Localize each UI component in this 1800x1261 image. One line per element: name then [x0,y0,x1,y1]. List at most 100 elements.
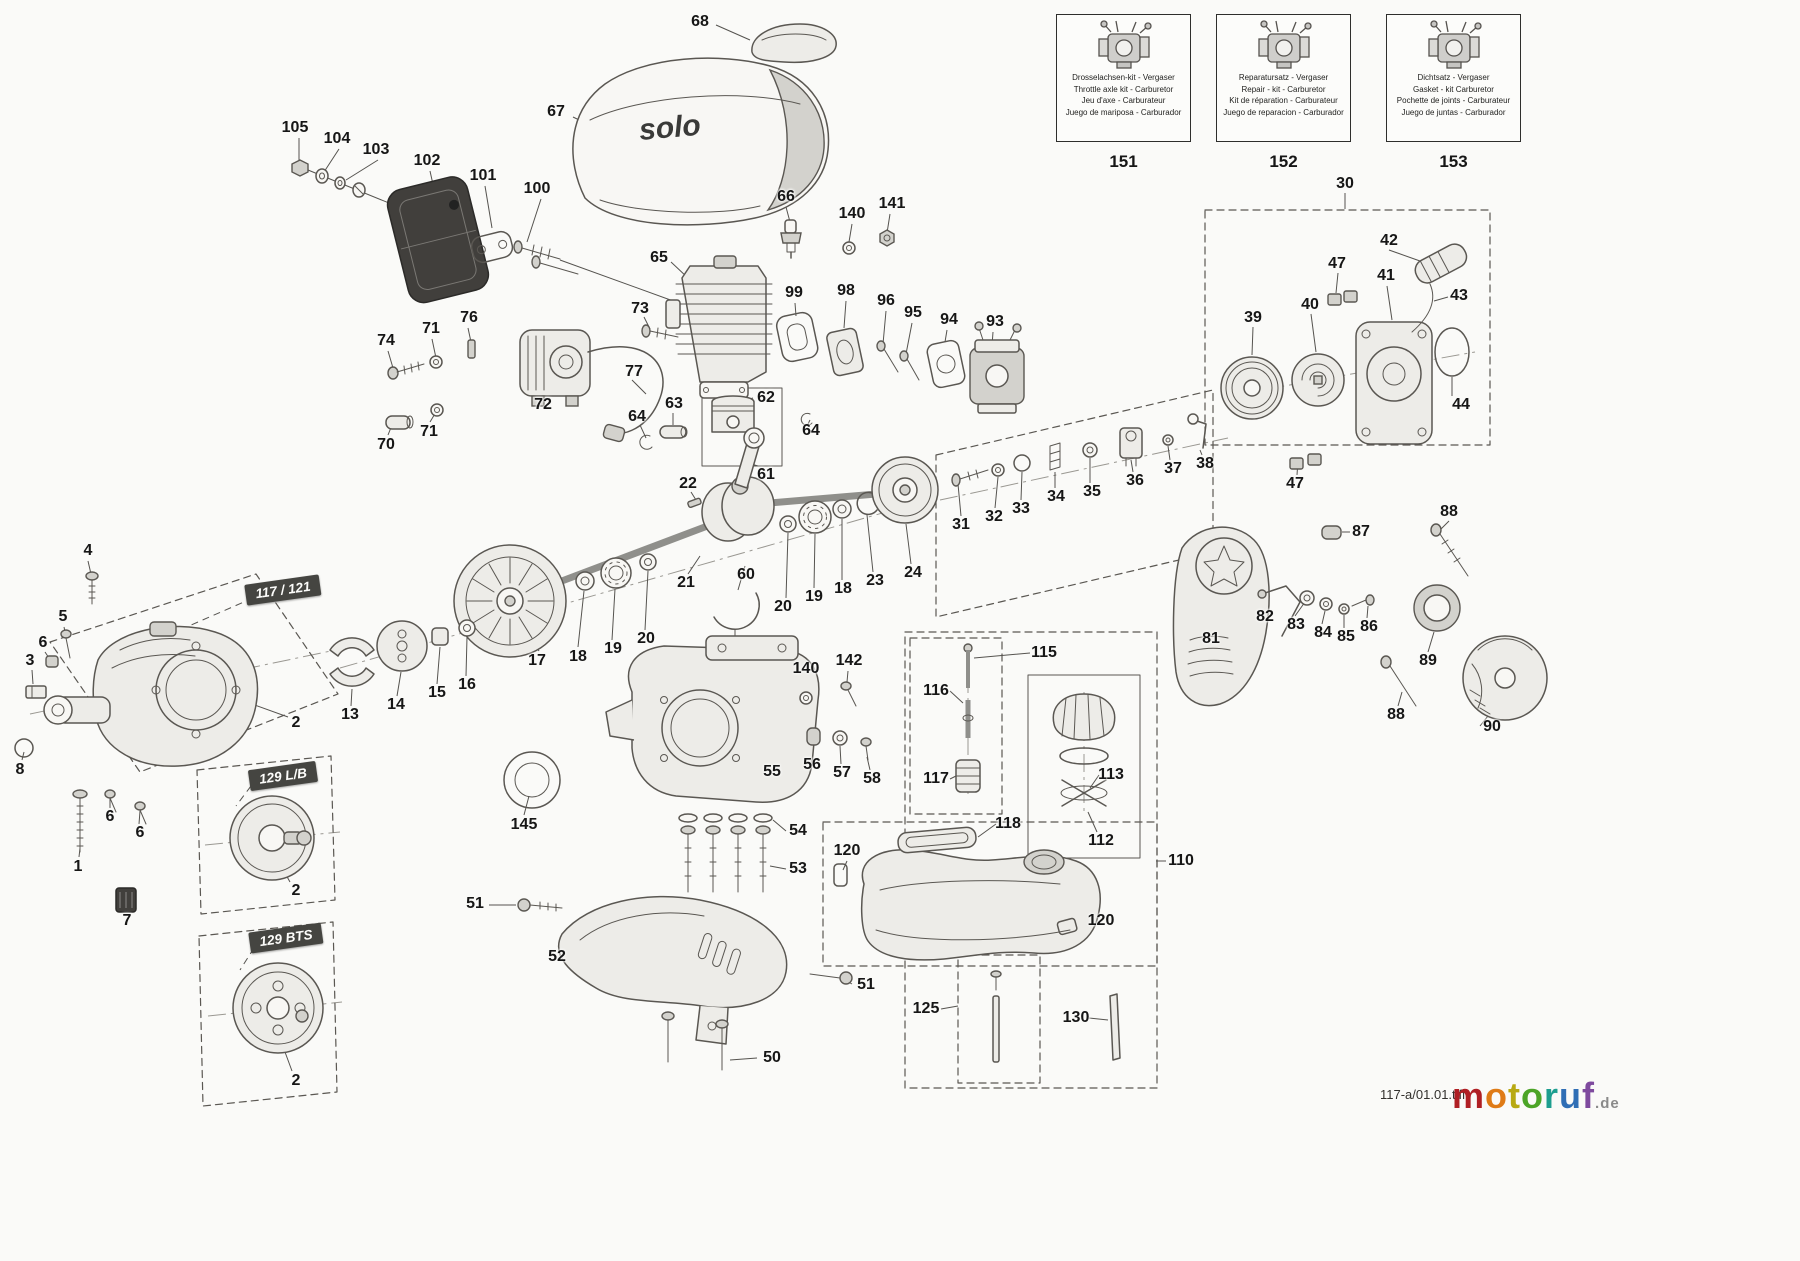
part-number-44: 44 [1452,396,1470,413]
part-number-120: 120 [833,842,861,859]
part-number-99: 99 [785,284,803,301]
cylinder-drawing [665,255,773,399]
part-number-68: 68 [691,13,709,30]
part-number-101: 101 [469,167,497,184]
part-number-125: 125 [912,1000,940,1017]
part-number-17: 17 [528,652,546,669]
part-number-88: 88 [1440,503,1458,520]
part-number-81: 81 [1202,630,1220,647]
part-number-70: 70 [377,436,395,453]
part-number-142: 142 [835,652,863,669]
part-number-6: 6 [135,824,145,841]
part-number-96: 96 [877,292,895,309]
kit-line: Juego de mariposa - Carburador [1065,107,1182,117]
starter-cover-drawing [1380,523,1548,721]
part-number-85: 85 [1337,628,1355,645]
part-number-140: 140 [838,205,866,222]
kit-number-153: 153 [1439,152,1468,171]
fan-housing-drawing [1172,525,1375,707]
part-number-62: 62 [757,389,775,406]
part-number-24: 24 [904,564,922,581]
kit-line: Reparatursatz - Vergaser [1238,73,1329,82]
part-number-7: 7 [122,912,132,929]
part-number-71: 71 [420,423,438,440]
part-number-3: 3 [25,652,35,669]
part-number-35: 35 [1083,483,1101,500]
part-number-63: 63 [665,395,683,412]
part-number-1: 1 [73,858,83,875]
motoruf-logo-suffix: .de [1595,1095,1620,1112]
part-number-74: 74 [377,332,395,349]
clutch-drum-129lb-drawing [229,795,315,881]
kit-number-152: 152 [1269,152,1298,171]
tank-cap-drawing [1052,693,1116,807]
part-number-50: 50 [763,1049,781,1066]
part-number-54: 54 [789,822,807,839]
part-number-4: 4 [83,542,93,559]
part-number-58: 58 [863,770,881,787]
part-number-72: 72 [534,396,552,413]
part-number-21: 21 [677,574,695,591]
part-number-15: 15 [428,684,446,701]
part-number-94: 94 [940,311,958,328]
part-number-66: 66 [777,188,795,205]
part-number-14: 14 [387,696,405,713]
muffler-fasteners-drawing [291,159,366,198]
part-number-112: 112 [1088,832,1114,849]
cover-lid-drawing [751,23,837,64]
part-number-64: 64 [628,408,646,425]
part-number-2: 2 [291,1072,301,1089]
part-number-120: 120 [1087,912,1115,929]
part-number-130: 130 [1062,1009,1090,1026]
part-number-18: 18 [569,648,587,665]
part-number-102: 102 [413,152,441,169]
throttle-parts-drawing [951,413,1207,487]
part-number-140: 140 [792,660,820,677]
part-number-23: 23 [866,572,884,589]
part-number-61: 61 [757,466,775,483]
starter-assembly-drawing [1220,243,1470,470]
kit-line: Drosselachsen-kit - Vergaser [1072,73,1175,82]
part-number-19: 19 [604,640,622,657]
part-number-84: 84 [1314,624,1332,641]
part-number-33: 33 [1012,500,1030,517]
part-number-104: 104 [323,130,351,147]
part-number-42: 42 [1380,232,1398,249]
part-number-37: 37 [1164,460,1182,477]
part-number-98: 98 [837,282,855,299]
part-number-77: 77 [625,363,643,380]
part-number-95: 95 [904,304,922,321]
part-number-93: 93 [986,313,1004,330]
part-number-16: 16 [458,676,476,693]
part-number-65: 65 [650,249,668,266]
part-number-2: 2 [291,882,301,899]
carburetor-icon [1097,20,1152,69]
part-number-103: 103 [362,141,390,158]
flywheel-drawing [329,544,657,687]
part-number-87: 87 [1352,523,1370,540]
part-number-13: 13 [341,706,359,723]
spark-plug-drawing [780,219,895,259]
kit-box-152: Reparatursatz - Vergaser Repair - kit - … [1216,14,1351,142]
kit-line: Pochette de joints - Carburateur [1396,96,1511,106]
kit-line: Jeu d'axe - Carburateur [1081,96,1166,106]
part-number-105: 105 [281,119,309,136]
part-number-34: 34 [1047,488,1065,505]
clutch-drum-129bts-drawing [232,962,324,1054]
part-number-76: 76 [460,309,478,326]
part-number-55: 55 [763,763,781,780]
motoruf-logo: motoruf.de [1452,1078,1620,1114]
part-number-141: 141 [878,195,906,212]
small-kit-parts-drawing [990,970,1121,1063]
part-number-60: 60 [737,566,755,583]
motoruf-logo-word: motoruf [1452,1075,1596,1116]
part-number-73: 73 [631,300,649,317]
ignition-coil-drawing [519,324,679,443]
part-number-86: 86 [1360,618,1378,635]
part-number-67: 67 [547,103,565,120]
part-number-52: 52 [548,948,566,965]
part-number-115: 115 [1031,644,1057,661]
part-number-51: 51 [466,895,484,912]
drawing-reference: 117-a/01.01.tiff [1380,1087,1466,1102]
